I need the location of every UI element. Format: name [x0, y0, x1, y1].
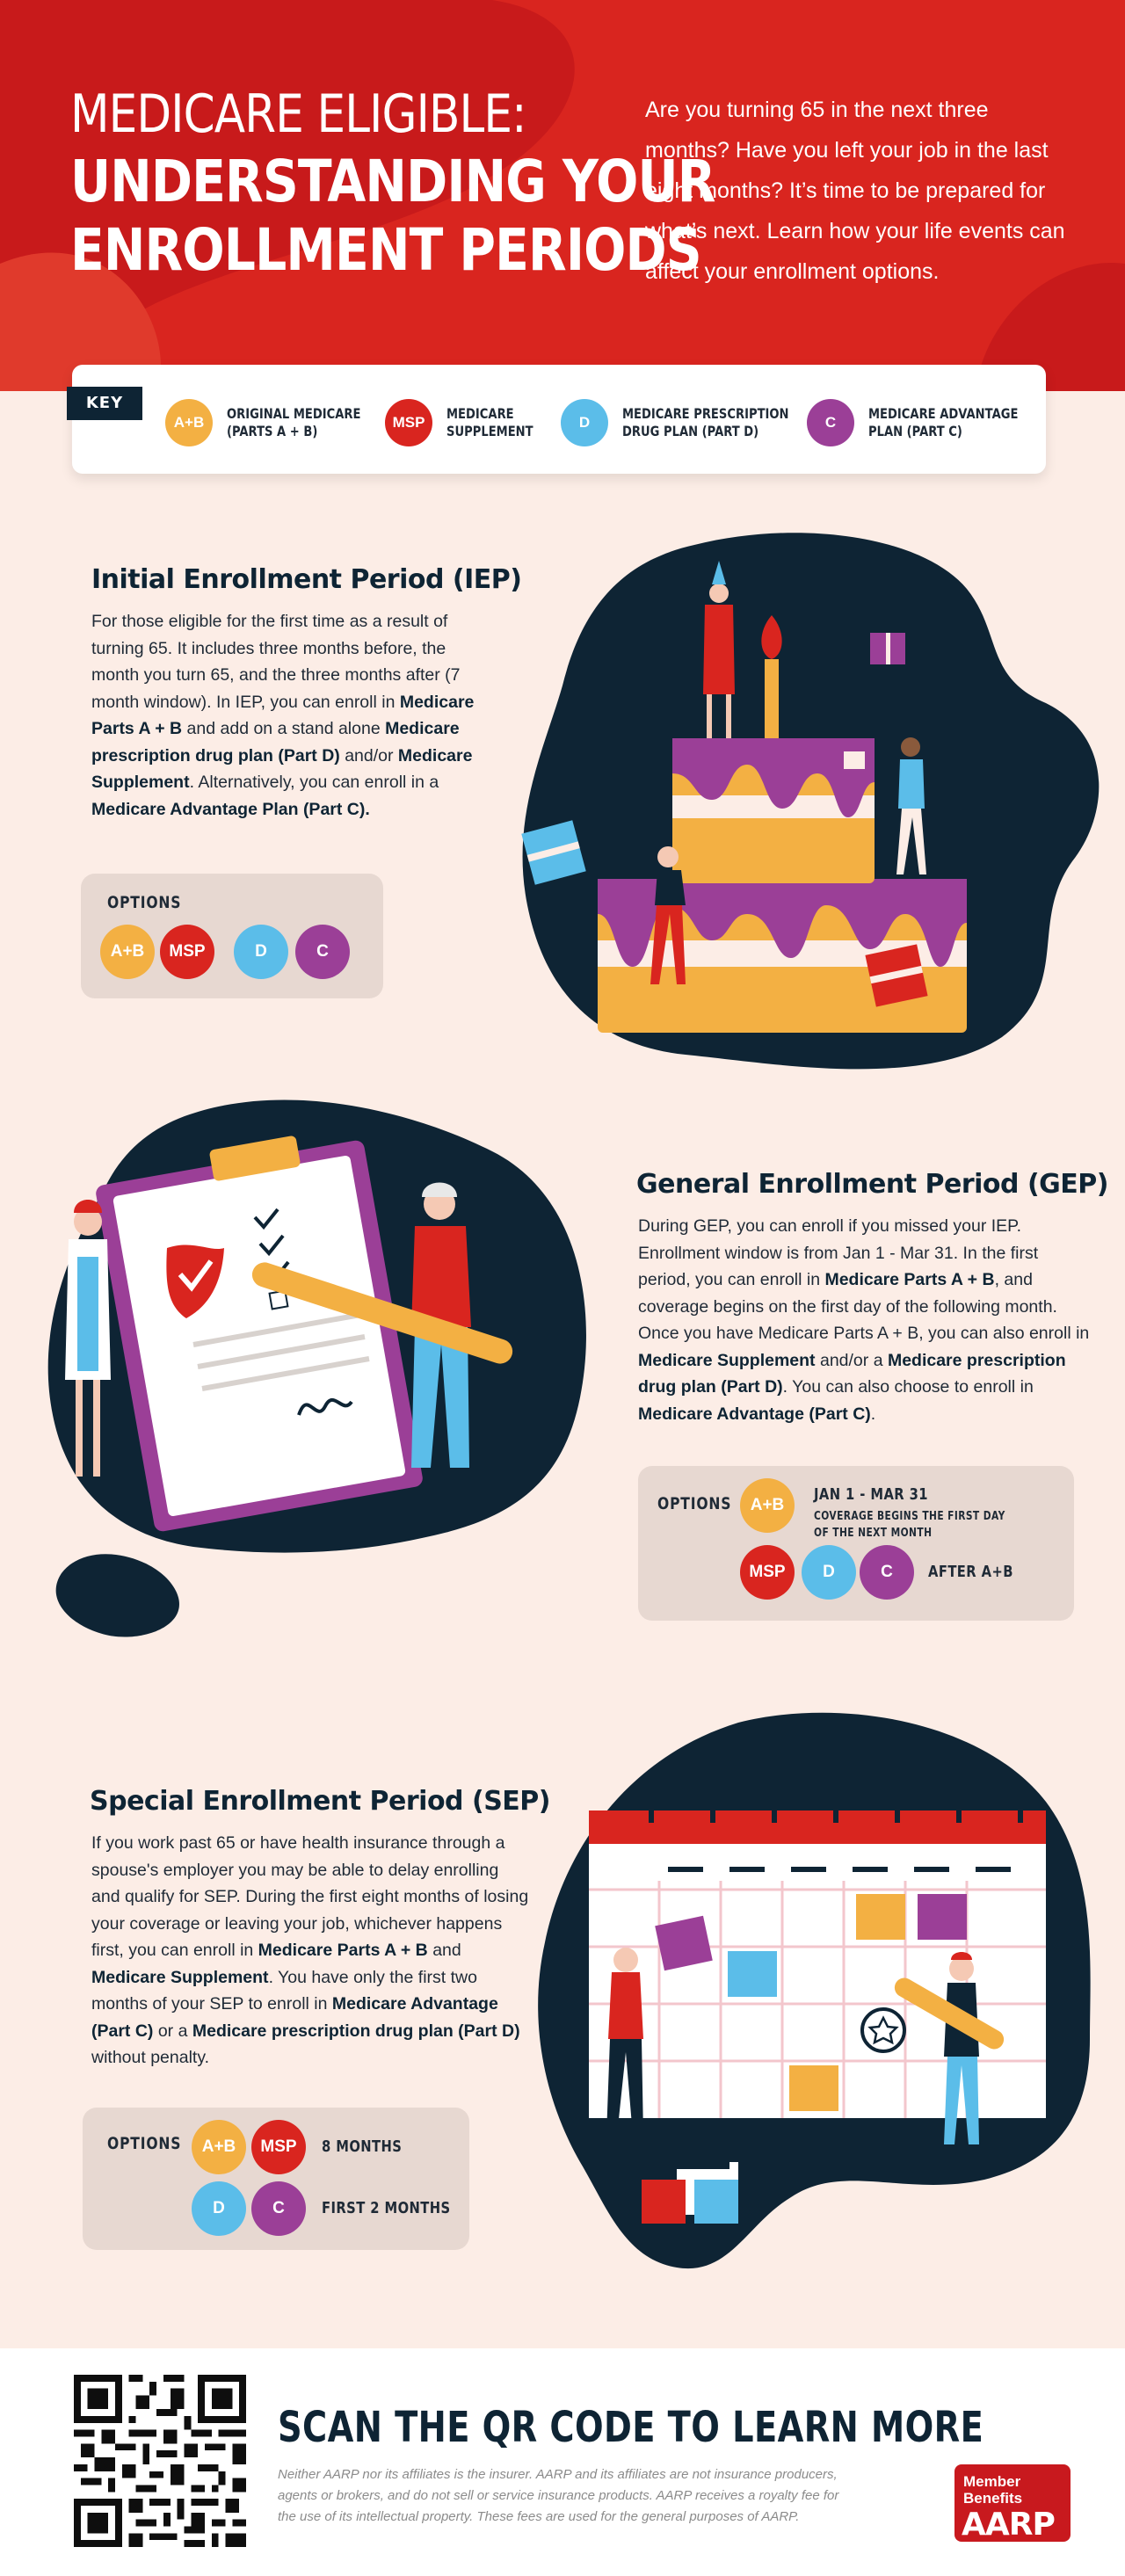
body-text: . You can also choose to enroll in — [782, 1377, 1034, 1397]
scan-qr-heading: SCAN THE QR CODE TO LEARN MORE — [278, 2403, 984, 2452]
aarp-wordmark: AARP — [962, 2507, 1056, 2542]
gep-title: General Enrollment Period (GEP) — [636, 1169, 1108, 1200]
hero-background-shapes — [0, 0, 1125, 391]
options-label: OPTIONS — [657, 1494, 732, 1513]
body-text: , and coverage begins on the first day o… — [638, 1270, 1090, 1343]
body-text: For those eligible for the first time as… — [91, 612, 461, 712]
disclaimer-text: Neither AARP nor its affiliates is the i… — [278, 2467, 839, 2524]
sep-description: If you work past 65 or have health insur… — [91, 1830, 531, 2072]
footer: SCAN THE QR CODE TO LEARN MORE Neither A… — [0, 2348, 1125, 2576]
emphasis-text: Medicare Supplement — [91, 1967, 269, 1987]
hero-banner: MEDICARE ELIGIBLE: UNDERSTANDING YOUR EN… — [0, 0, 1125, 391]
title-line-3: ENROLLMENT PERIODS — [70, 216, 702, 284]
emphasis-text: Medicare Parts A + B — [258, 1941, 428, 1960]
sep-first-two-months: FIRST 2 MONTHS — [322, 2199, 451, 2217]
option-msp: MSP — [740, 1545, 795, 1600]
iep-description: For those eligible for the first time as… — [91, 608, 478, 823]
body-text: . Alternatively, you can enroll in a — [189, 773, 439, 792]
option-msp: MSP — [160, 925, 214, 979]
title-line-2: UNDERSTANDING YOUR — [70, 148, 715, 215]
qr-code[interactable] — [74, 2375, 246, 2547]
symbol-c: C — [807, 399, 854, 446]
iep-options: OPTIONS A+B MSP D C — [81, 874, 383, 998]
body-text: or a — [153, 2021, 192, 2041]
option-ab: A+B — [192, 2120, 246, 2174]
emphasis-text: Medicare prescription drug plan (Part D) — [638, 1350, 1066, 1397]
gep-date-range: JAN 1 - MAR 31 — [814, 1485, 928, 1504]
symbol-msp: MSP — [385, 399, 432, 446]
emphasis-text: Medicare Advantage (Part C) — [91, 1994, 498, 2041]
gep-options: OPTIONS A+B JAN 1 - MAR 31 COVERAGE BEGI… — [638, 1466, 1074, 1621]
sep-options: OPTIONS A+B MSP 8 MONTHS D C FIRST 2 MON… — [83, 2108, 469, 2250]
options-label: OPTIONS — [107, 893, 182, 912]
birthday-cake-illustration — [521, 533, 1100, 1070]
sep-title: Special Enrollment Period (SEP) — [90, 1786, 551, 1817]
body-text: During GEP, you can enroll if you missed… — [638, 1216, 1039, 1289]
emphasis-text: Medicare Supplement — [91, 745, 473, 793]
options-label: OPTIONS — [107, 2134, 182, 2153]
page-title: MEDICARE ELIGIBLE: UNDERSTANDING YOUR EN… — [70, 81, 715, 285]
intro-text: Are you turning 65 in the next three mon… — [645, 98, 1065, 284]
emphasis-text: Medicare prescription drug plan (Part D) — [91, 719, 460, 766]
key-item-label: ORIGINAL MEDICARE(PARTS A + B) — [227, 405, 361, 439]
iep-title: Initial Enrollment Period (IEP) — [91, 564, 522, 595]
gep-after-note: AFTER A+B — [928, 1563, 1013, 1581]
option-c: C — [295, 925, 350, 979]
option-d: D — [234, 925, 288, 979]
emphasis-text: Medicare Supplement — [638, 1350, 816, 1370]
clipboard-illustration — [47, 1099, 586, 1637]
option-d: D — [802, 1545, 856, 1600]
emphasis-text: Medicare prescription drug plan (Part D) — [192, 2021, 520, 2041]
body-text: If you work past 65 or have health insur… — [91, 1833, 529, 1960]
emphasis-text: Medicare Advantage Plan (Part C). — [91, 799, 370, 819]
calendar-illustration — [538, 1712, 1091, 2269]
option-msp: MSP — [251, 2120, 306, 2174]
option-ab: A+B — [740, 1478, 795, 1533]
key-legend: KEY A+B ORIGINAL MEDICARE(PARTS A + B) M… — [67, 365, 1046, 474]
body-text: and add on a stand alone — [182, 719, 386, 738]
symbol-d: D — [561, 399, 608, 446]
gep-description: During GEP, you can enroll if you missed… — [638, 1213, 1095, 1427]
body-text: without penalty. — [91, 2048, 210, 2067]
option-c: C — [860, 1545, 914, 1600]
symbol-ab: A+B — [165, 399, 213, 446]
option-ab: A+B — [100, 925, 155, 979]
body-text: . — [870, 1404, 876, 1424]
emphasis-text: Medicare Advantage (Part C) — [638, 1404, 871, 1424]
body-text: and — [427, 1941, 461, 1960]
emphasis-text: Medicare Parts A + B — [824, 1270, 995, 1289]
key-label: KEY — [67, 387, 142, 420]
body-text: and/or — [339, 745, 398, 766]
option-c: C — [251, 2181, 306, 2236]
title-line-1: MEDICARE ELIGIBLE: — [70, 83, 527, 145]
body-text: . You have only the first two months of … — [91, 1967, 477, 2014]
key-item-original-medicare: A+B ORIGINAL MEDICARE(PARTS A + B) — [165, 398, 390, 447]
sep-eight-months: 8 MONTHS — [322, 2137, 403, 2156]
option-d: D — [192, 2181, 246, 2236]
body-text: and/or a — [815, 1350, 888, 1370]
emphasis-text: Medicare Parts A + B — [91, 692, 475, 739]
